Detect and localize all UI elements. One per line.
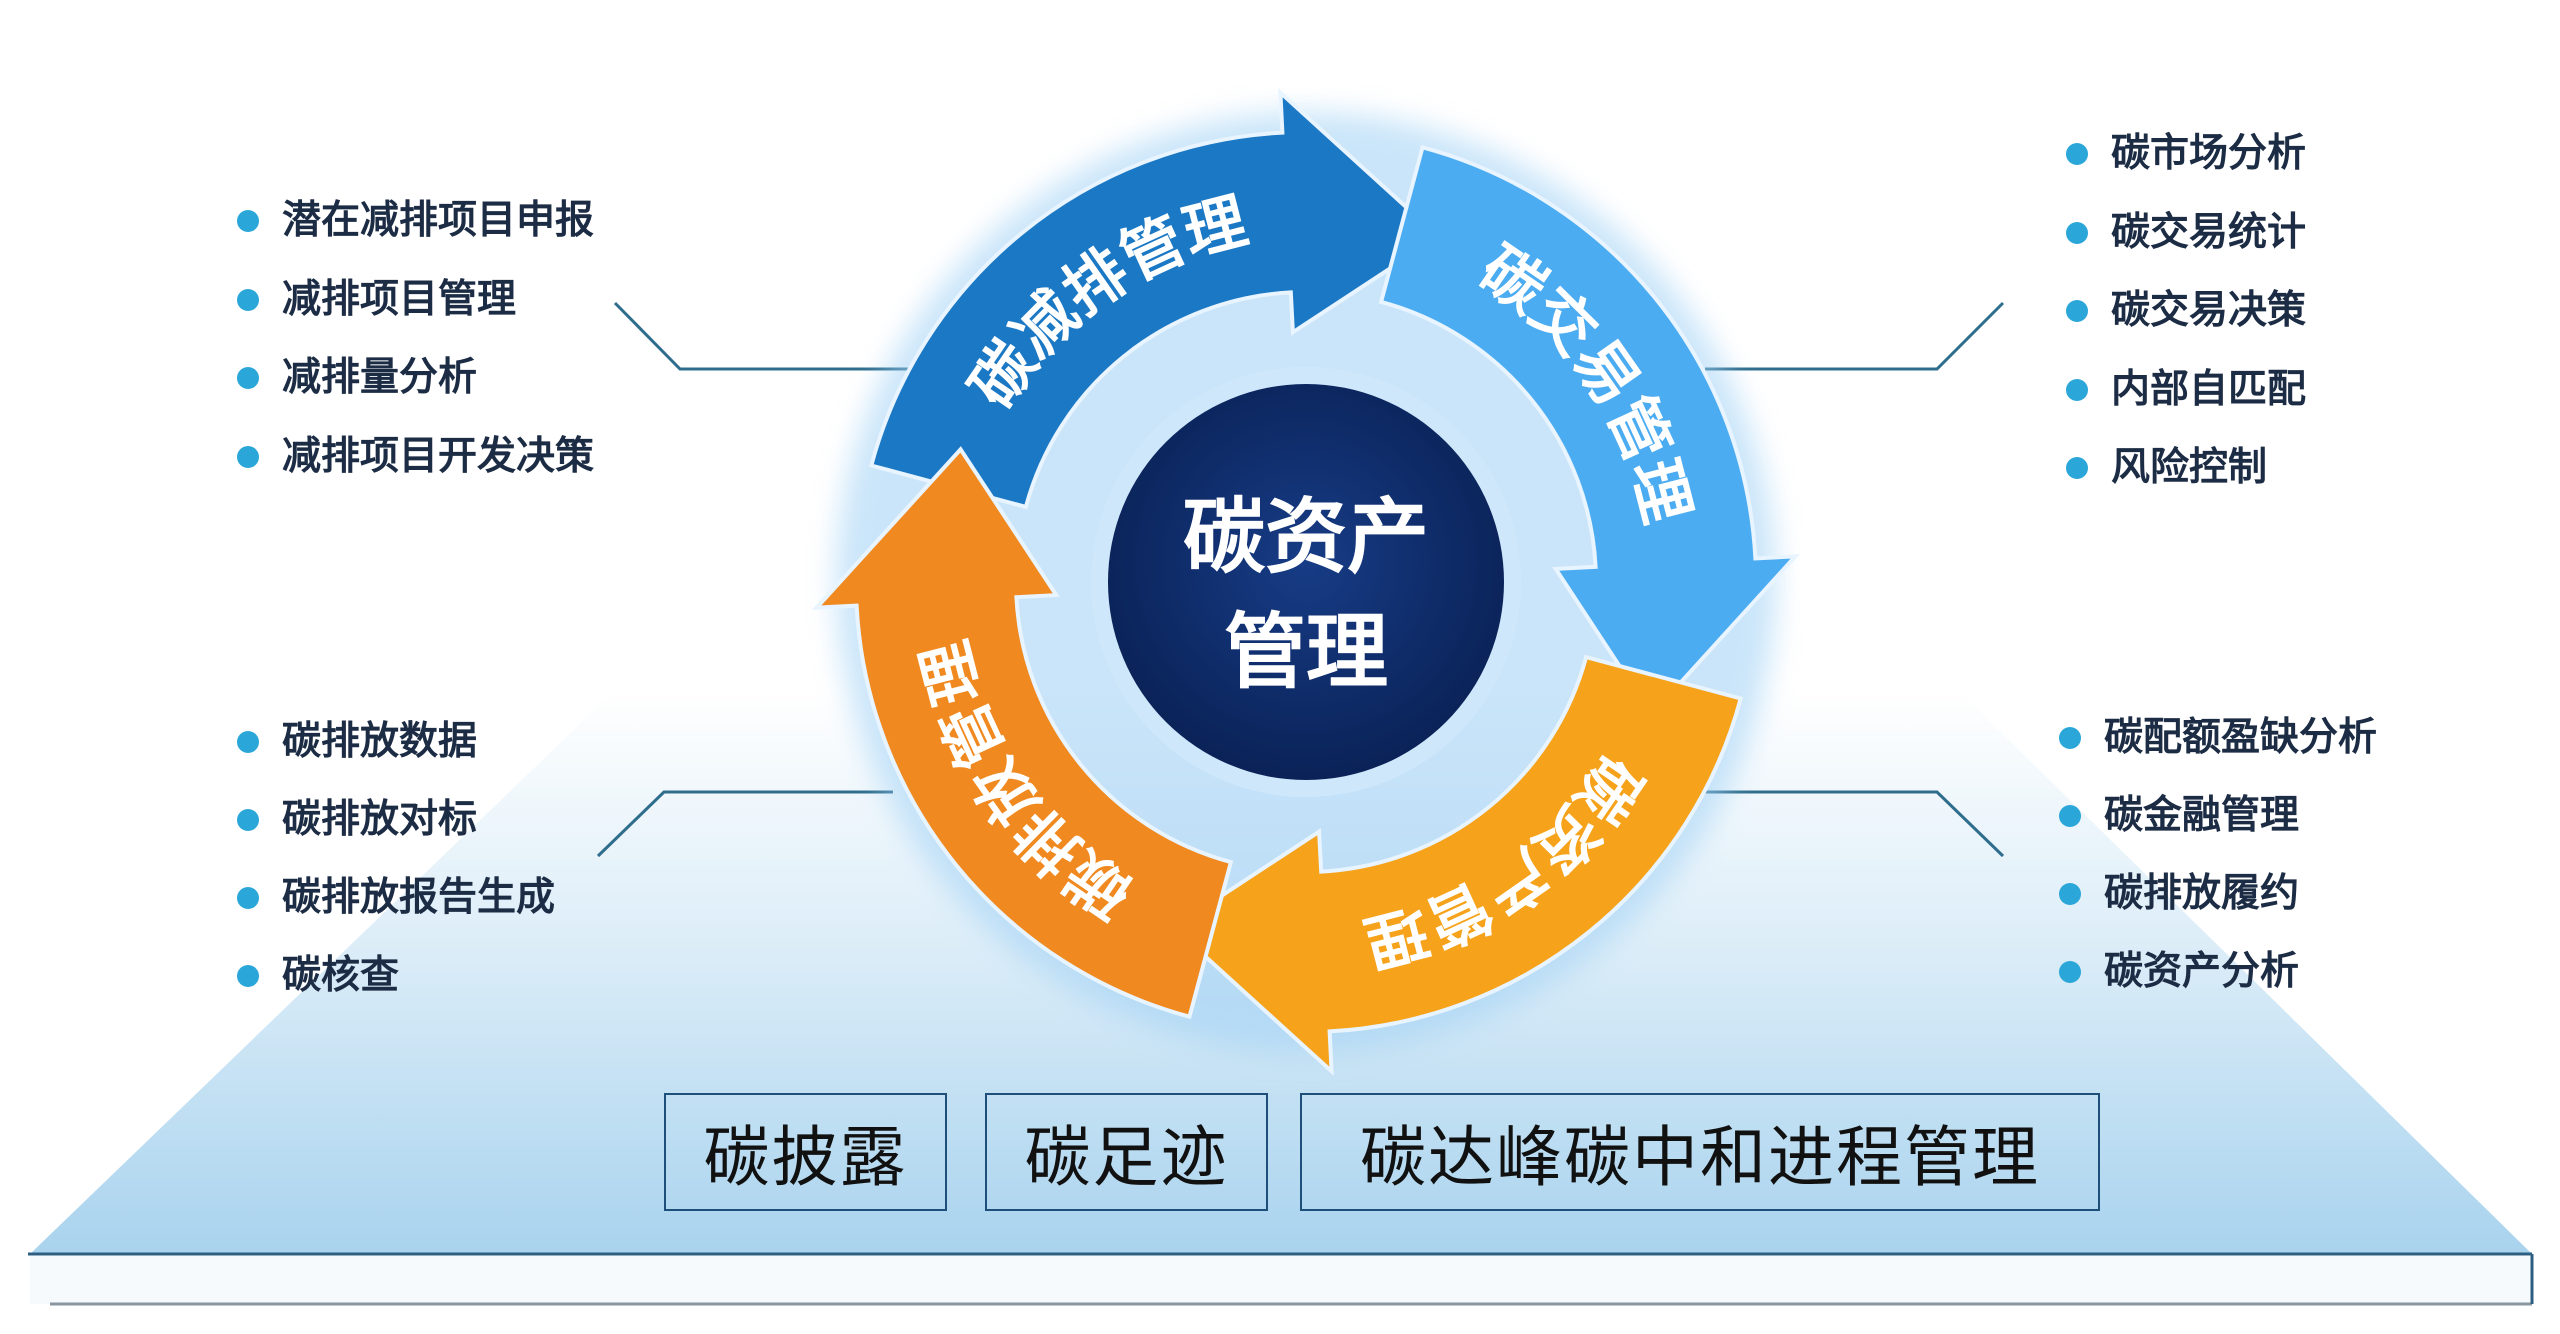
bullet-icon: [2066, 457, 2088, 479]
bullet-icon: [237, 965, 259, 987]
list-item: 碳排放报告生成: [237, 875, 556, 920]
list-item-label: 减排项目开发决策: [282, 433, 595, 479]
bullet-icon: [237, 288, 259, 311]
list-item-label: 碳资产分析: [2104, 949, 2300, 994]
list-item: 碳交易统计: [2066, 209, 2307, 255]
list-item: 碳排放数据: [237, 719, 478, 764]
list-item-label: 内部自匹配: [2111, 366, 2307, 412]
list-item: 减排量分析: [237, 355, 478, 400]
bullet-icon: [237, 731, 259, 753]
list-item: 内部自匹配: [2066, 366, 2307, 412]
center-circle: [1108, 384, 1504, 780]
connector-bottom-right: [1705, 790, 2005, 858]
bullet-icon: [2059, 961, 2081, 983]
cycle-arrow-reduction: [868, 87, 1442, 510]
list-item: 碳交易决策: [2066, 288, 2307, 333]
bullet-icon: [2066, 221, 2088, 244]
list-item-label: 碳排放报告生成: [282, 875, 556, 920]
list-item: 风险控制: [2066, 445, 2268, 490]
list-item: 碳排放履约: [2059, 871, 2300, 916]
center-title-line2: 管理: [1224, 605, 1388, 700]
bullet-icon: [2066, 143, 2088, 165]
bullet-icon: [2059, 727, 2081, 749]
bullet-icon: [2059, 883, 2081, 905]
cycle-arrow-asset: [1170, 654, 1744, 1077]
platform-box-peak-neutrality: 碳达峰碳中和进程管理: [1300, 1093, 2100, 1211]
platform-box-footprint: 碳足迹: [985, 1093, 1268, 1211]
bullet-icon: [237, 809, 259, 831]
list-item-label: 减排量分析: [282, 355, 478, 400]
bullet-icon: [237, 367, 259, 389]
cycle-arrow-trading: [1378, 144, 1801, 718]
cycle-arrow-emission: [811, 446, 1234, 1020]
bullet-icon: [2066, 300, 2088, 322]
list-item: 减排项目开发决策: [237, 433, 595, 479]
bullet-icon: [237, 210, 259, 232]
list-item-label: 碳排放履约: [2104, 871, 2300, 916]
list-item: 碳排放对标: [237, 797, 478, 842]
connector-bottom-left: [596, 790, 893, 858]
connector-top-right: [1705, 301, 2005, 371]
list-item-label: 碳交易决策: [2111, 288, 2307, 333]
list-item-label: 风险控制: [2111, 445, 2268, 490]
platform-side: [30, 1256, 2532, 1304]
list-item: 碳资产分析: [2059, 949, 2300, 994]
list-item-label: 潜在减排项目申报: [282, 198, 595, 243]
list-item-label: 碳核查: [282, 953, 400, 998]
list-item: 碳核查: [237, 953, 400, 998]
list-item-label: 碳排放数据: [282, 719, 478, 764]
list-item-label: 碳金融管理: [2104, 793, 2300, 838]
list-item: 减排项目管理: [237, 276, 517, 322]
bullet-icon: [2059, 805, 2081, 827]
list-item: 碳金融管理: [2059, 793, 2300, 838]
list-item: 潜在减排项目申报: [237, 198, 595, 243]
list-item-label: 减排项目管理: [282, 276, 517, 322]
connector-top-left: [613, 301, 918, 371]
bullet-icon: [237, 445, 259, 468]
list-item-label: 碳交易统计: [2111, 209, 2307, 255]
list-item-label: 碳市场分析: [2111, 131, 2307, 176]
list-item: 碳市场分析: [2066, 131, 2307, 176]
platform-box-disclosure: 碳披露: [664, 1093, 947, 1211]
bullet-icon: [237, 887, 259, 909]
list-item-label: 碳排放对标: [282, 797, 478, 842]
list-item-label: 碳配额盈缺分析: [2104, 715, 2378, 760]
list-item: 碳配额盈缺分析: [2059, 715, 2378, 760]
bullet-icon: [2066, 378, 2088, 401]
center-title-line1: 碳资产: [1183, 490, 1429, 585]
